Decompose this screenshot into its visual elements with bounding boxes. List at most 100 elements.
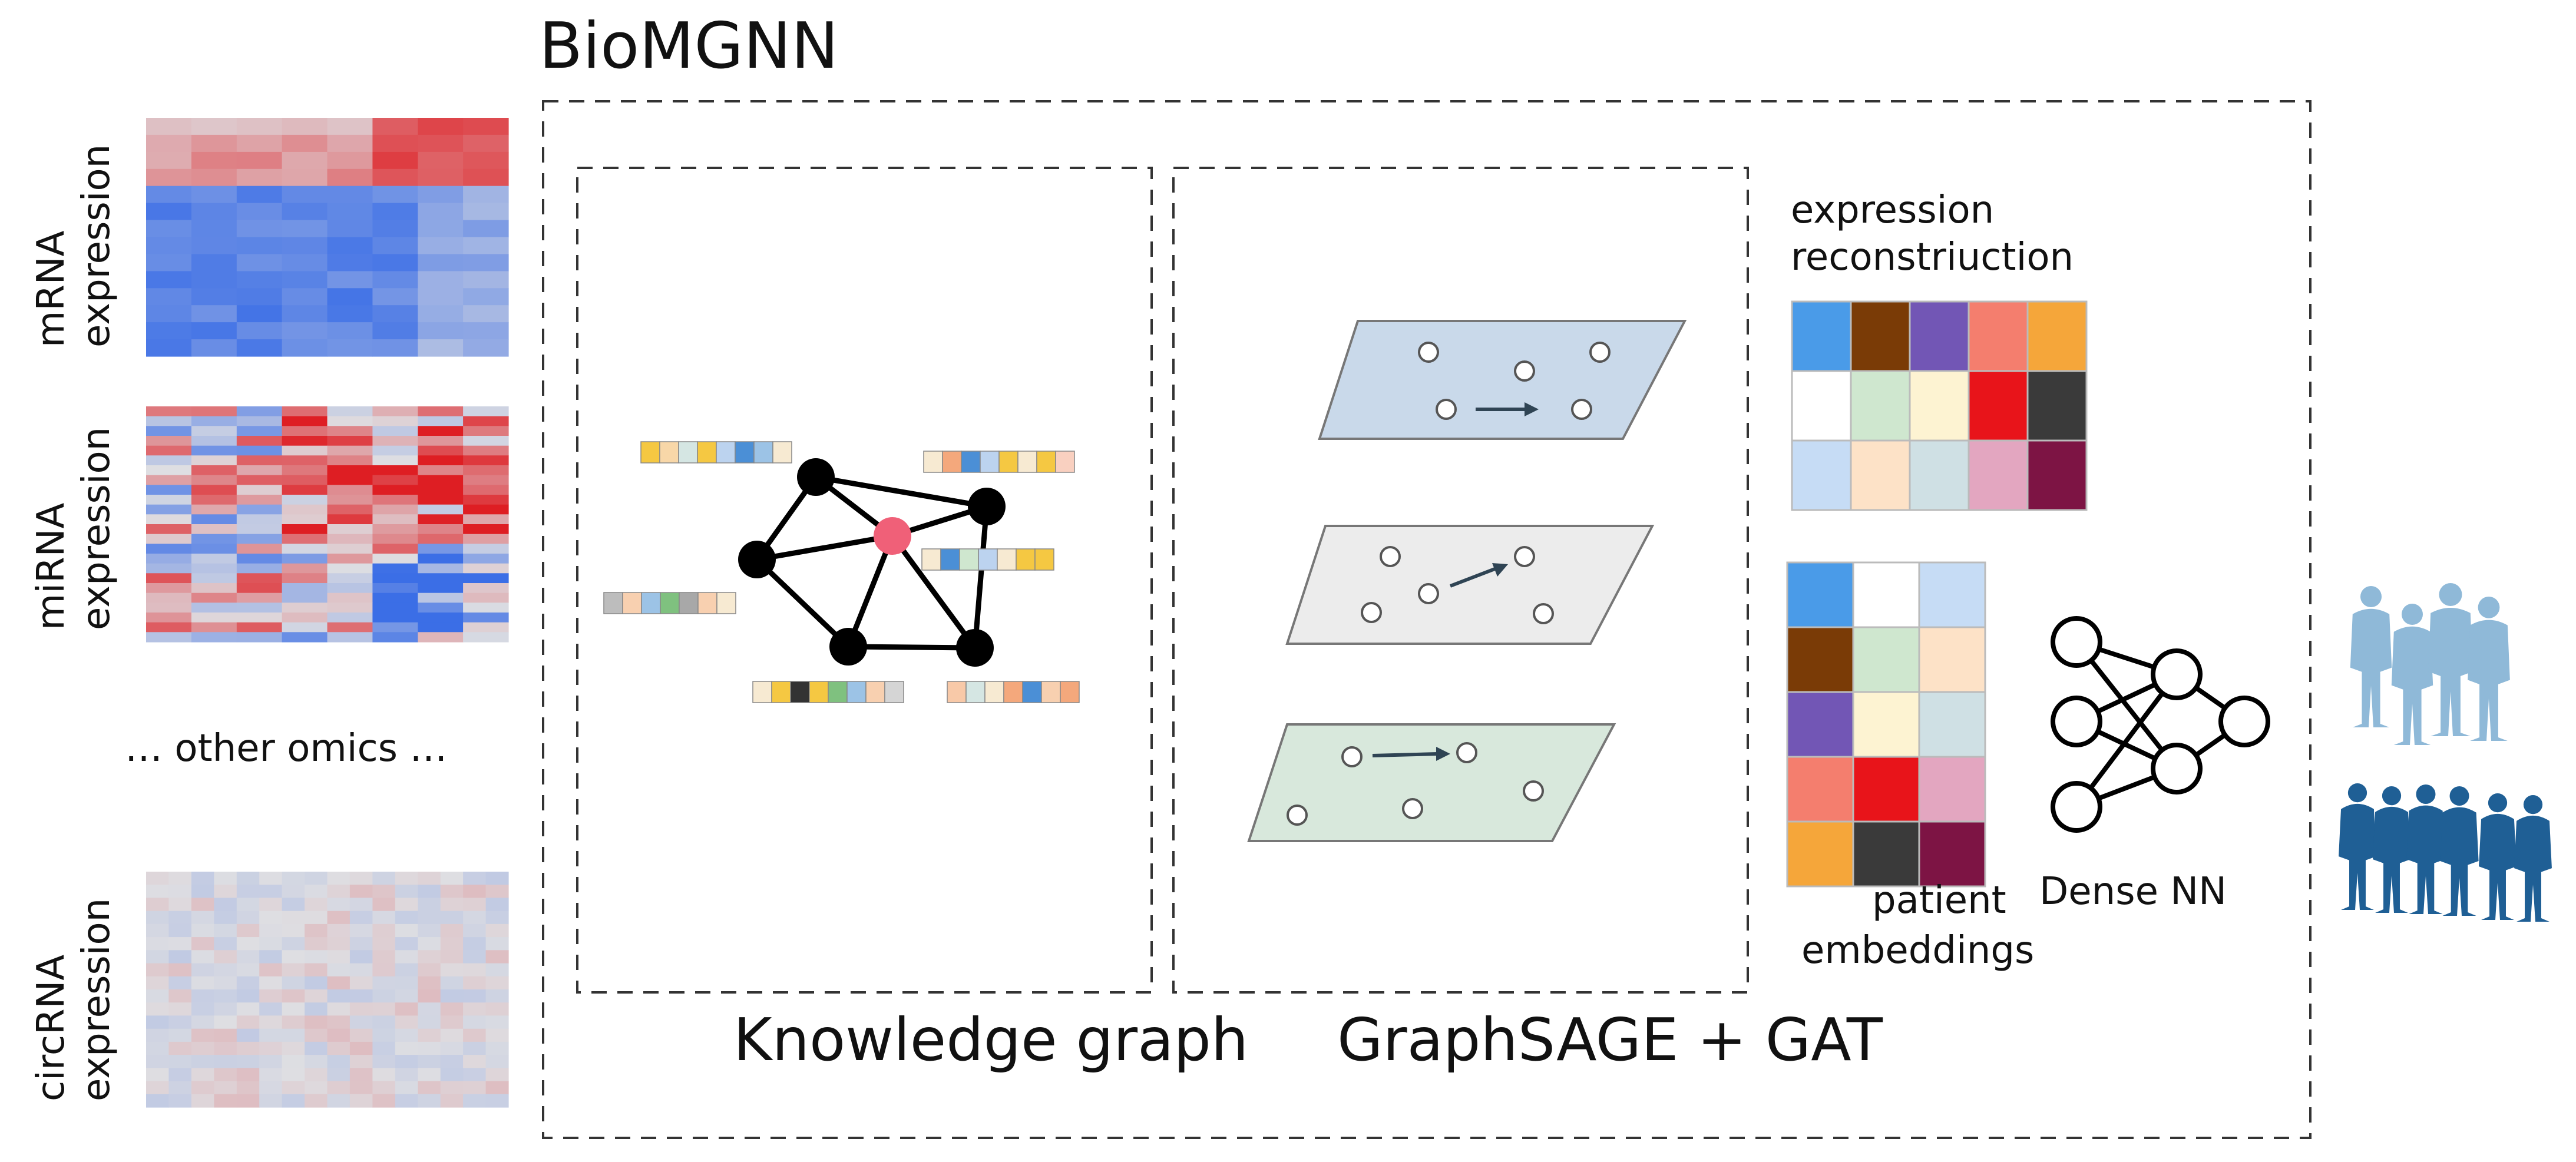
heatmap-cell (259, 963, 283, 977)
heatmap-cell (146, 237, 192, 254)
feature-cell (772, 441, 792, 464)
heatmap-cell (418, 1028, 441, 1042)
heatmap-cell (146, 254, 192, 272)
grid-cell (1918, 756, 1986, 823)
heatmap-cell (418, 1015, 441, 1029)
dense-nn-label: Dense NN (2039, 870, 2227, 913)
heatmap-cell (305, 1028, 328, 1042)
heatmap-cell (236, 339, 283, 357)
heatmap-cell (282, 1002, 305, 1016)
grid-cell (1909, 439, 1970, 511)
heatmap-cell (440, 1055, 464, 1068)
heatmap-cell (236, 554, 283, 564)
heatmap-cell (236, 872, 260, 885)
feature-cell (1016, 548, 1036, 571)
heatmap-cell (463, 436, 509, 446)
heatmap-cell (463, 573, 509, 584)
heatmap-cell (440, 1068, 464, 1082)
heatmap-cell (327, 989, 350, 1003)
heatmap-cell (327, 168, 373, 187)
heatmap-cell (349, 885, 373, 898)
heatmap-cell (146, 271, 192, 289)
heatmap-cell (327, 237, 373, 254)
arrow-head (1492, 563, 1508, 577)
heatmap-cell (349, 963, 373, 977)
heatmap-cell (282, 963, 305, 977)
heatmap-cell (418, 583, 464, 594)
heatmap-cell (282, 563, 328, 574)
heatmap-cell (191, 288, 237, 306)
heatmap-cell (191, 186, 237, 204)
heatmap-cell (214, 1081, 237, 1095)
feature-cell (716, 441, 736, 464)
heatmap-cell (282, 632, 328, 643)
heatmap-cell (146, 544, 192, 554)
grid-cell (1918, 626, 1986, 693)
heatmap-cell (372, 1094, 396, 1108)
feature-cell (984, 681, 1004, 703)
heatmap-cell (282, 416, 328, 426)
heatmap-cell (282, 1068, 305, 1082)
heatmap-cell (305, 1081, 328, 1095)
heatmap-cell (282, 911, 305, 925)
heatmap-cell (418, 1081, 441, 1095)
graphsage-gat-panel (1172, 167, 1749, 994)
heatmap-cell (440, 989, 464, 1003)
heatmap-cell (372, 1015, 396, 1029)
heatmap-cell (214, 937, 237, 951)
heatmap-cell (236, 151, 283, 170)
heatmap-cell (463, 911, 487, 925)
heatmap-cell (236, 220, 283, 238)
heatmap-cell (146, 592, 192, 603)
heatmap-cell (418, 923, 441, 938)
heatmap-cell (214, 1055, 237, 1068)
heatmap-cell (395, 872, 418, 885)
heatmap-cell (327, 485, 373, 495)
heatmap-cell (191, 445, 237, 456)
feature-cell (716, 592, 736, 614)
knowledge-graph-panel (576, 167, 1153, 994)
person-icon (2350, 586, 2392, 727)
heatmap-cell (372, 495, 418, 505)
heatmap-cell (327, 475, 373, 485)
layer-node (1436, 399, 1457, 420)
heatmap-cell (327, 416, 373, 426)
heatmap-cell (485, 1041, 509, 1055)
heatmap-cell (418, 436, 464, 446)
heatmap-cell (372, 963, 396, 977)
heatmap-cell (168, 950, 192, 964)
person-icon (2468, 597, 2510, 741)
graph-edge (890, 534, 977, 650)
heatmap-cell (372, 989, 396, 1003)
heatmap-cell (259, 1015, 283, 1029)
heatmap-cell (463, 534, 509, 544)
nn-input-node (2051, 781, 2102, 833)
heatmap-cell (146, 1015, 169, 1029)
feature-cell (998, 451, 1019, 473)
heatmap-cell (463, 950, 487, 964)
heatmap-cell (191, 305, 237, 323)
feature-cell (697, 441, 717, 464)
heatmap-cell (440, 885, 464, 898)
heatmap-cell (463, 416, 509, 426)
heatmap-cell (191, 1015, 214, 1029)
heatmap-cell (327, 563, 373, 574)
heatmap-cell (418, 465, 464, 476)
heatmap-cell (236, 475, 283, 485)
heatmap-cell (282, 602, 328, 613)
heatmap-cell (418, 937, 441, 951)
feature-cell (622, 592, 642, 614)
heatmap-cell (349, 1094, 373, 1108)
heatmap-cell (372, 534, 418, 544)
circrna-label-line2: expression (75, 898, 118, 1101)
heatmap-cell (282, 1094, 305, 1108)
heatmap-cell (191, 514, 237, 525)
heatmap-cell (236, 426, 283, 436)
heatmap-cell (282, 288, 328, 306)
heatmap-cell (327, 885, 350, 898)
mrna-label-line1: mRNA (29, 230, 73, 347)
heatmap-cell (146, 632, 192, 643)
heatmap-cell (327, 465, 373, 476)
heatmap-cell (168, 937, 192, 951)
